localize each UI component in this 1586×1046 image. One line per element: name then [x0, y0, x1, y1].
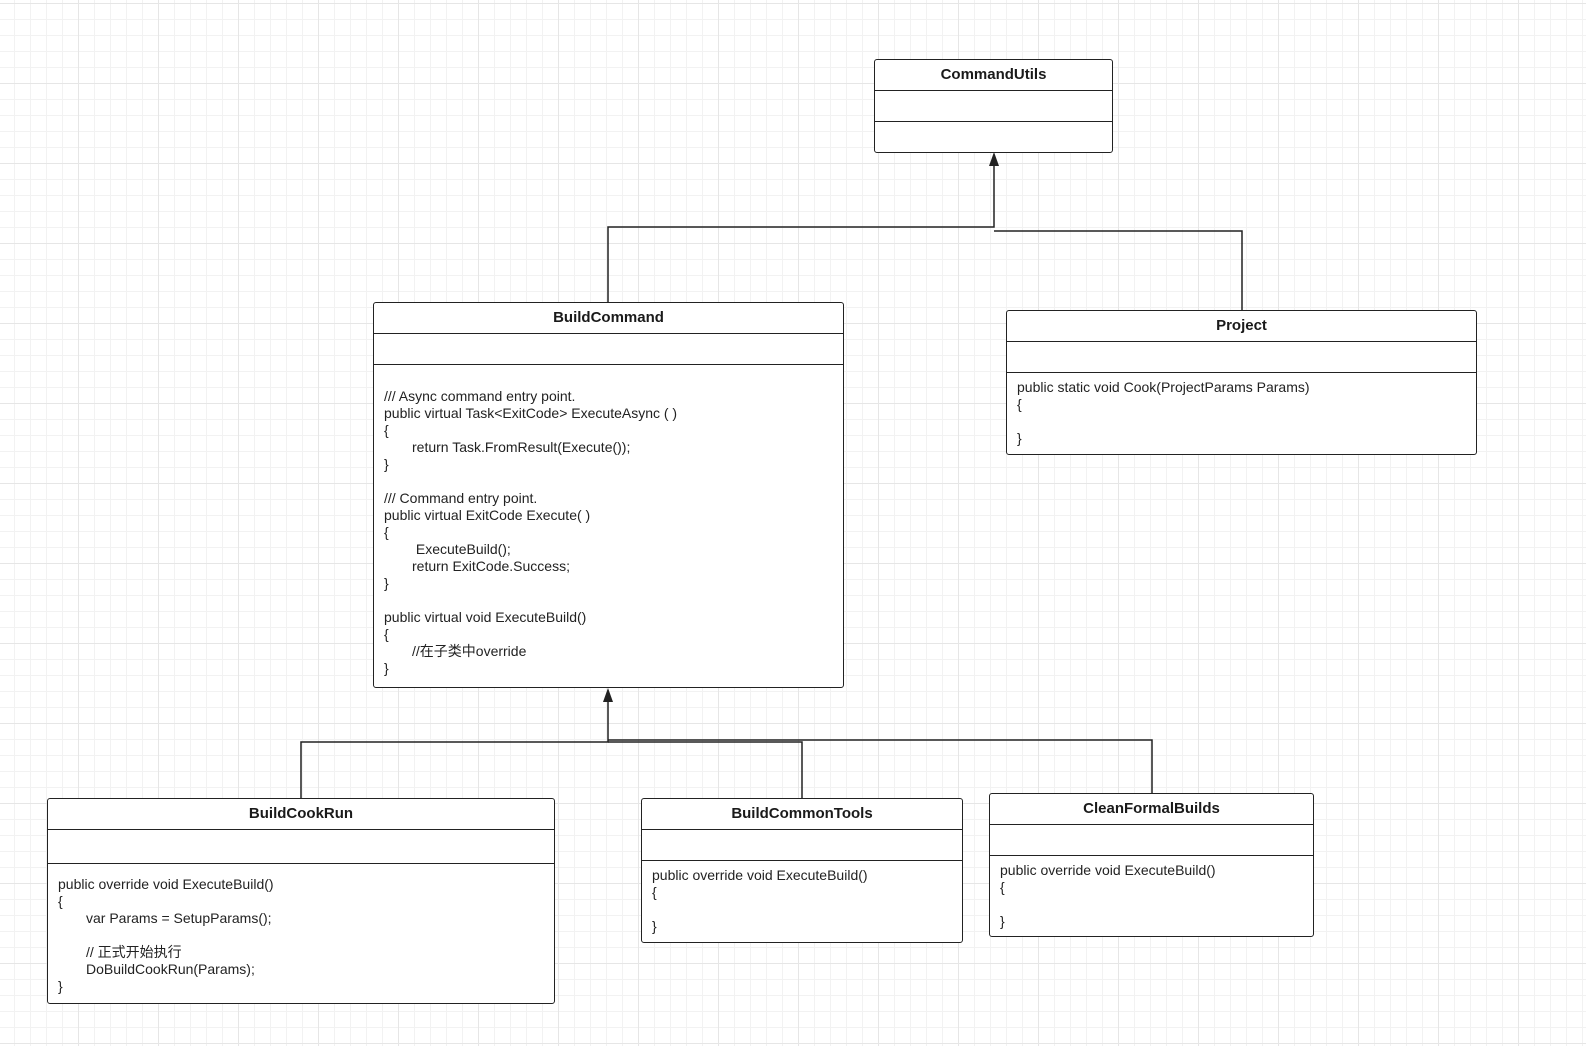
operation-line: public override void ExecuteBuild()	[58, 876, 274, 892]
operation-line	[384, 371, 833, 388]
operation-line: }	[652, 918, 657, 934]
operation-line: {	[384, 422, 389, 438]
operations-compartment	[875, 122, 1112, 152]
operation-line	[1000, 896, 1303, 913]
edge-cleanformalbuilds-to-buildcommand[interactable]	[608, 739, 1153, 793]
operation-line: }	[384, 660, 389, 676]
class-name: CommandUtils	[875, 60, 1112, 91]
operation-line: DoBuildCookRun(Params);	[86, 961, 255, 977]
operation-line: public override void ExecuteBuild()	[1000, 862, 1216, 878]
operation-line: {	[384, 524, 389, 540]
operation-line: public override void ExecuteBuild()	[652, 867, 868, 883]
class-buildcommontools[interactable]: BuildCommonTools public override void Ex…	[641, 798, 963, 943]
attributes-compartment	[990, 825, 1313, 856]
operation-line: }	[58, 978, 63, 994]
class-name: BuildCommand	[374, 303, 843, 334]
edge-project-to-commandutils[interactable]	[994, 230, 1243, 310]
edge-buildcookrun-to-buildcommand[interactable]	[300, 700, 609, 798]
arrowhead-buildcommand	[603, 688, 613, 702]
operation-line: /// Command entry point.	[384, 490, 538, 506]
operation-line: return ExitCode.Success;	[412, 558, 570, 574]
operation-line: public virtual Task<ExitCode> ExecuteAsy…	[384, 405, 678, 421]
operation-line: }	[1000, 913, 1005, 929]
operation-line: {	[652, 884, 657, 900]
operation-line: {	[58, 893, 63, 909]
operation-line	[1017, 413, 1466, 430]
class-name: Project	[1007, 311, 1476, 342]
operation-line: {	[384, 626, 389, 642]
class-name: BuildCommonTools	[642, 799, 962, 830]
class-project[interactable]: Project public static void Cook(ProjectP…	[1006, 310, 1477, 455]
operation-line	[384, 473, 833, 490]
operation-line	[384, 592, 833, 609]
operation-line: /// Async command entry point.	[384, 388, 576, 404]
operations-compartment: /// Async command entry point.public vir…	[374, 365, 843, 687]
operation-line: {	[1017, 396, 1022, 412]
operation-line: var Params = SetupParams();	[86, 910, 272, 926]
operation-line: }	[384, 456, 389, 472]
class-buildcommand[interactable]: BuildCommand /// Async command entry poi…	[373, 302, 844, 688]
operation-line: }	[384, 575, 389, 591]
operations-compartment: public override void ExecuteBuild(){}	[990, 856, 1313, 936]
operation-line: public virtual void ExecuteBuild()	[384, 609, 587, 625]
operation-line: {	[1000, 879, 1005, 895]
operation-line: //在子类中override	[412, 643, 527, 659]
class-name: CleanFormalBuilds	[990, 794, 1313, 825]
class-cleanformalbuilds[interactable]: CleanFormalBuilds public override void E…	[989, 793, 1314, 937]
operation-line: // 正式开始执行	[86, 944, 182, 960]
operation-line: public virtual ExitCode Execute( )	[384, 507, 591, 523]
attributes-compartment	[1007, 342, 1476, 373]
class-buildcookrun[interactable]: BuildCookRun public override void Execut…	[47, 798, 555, 1004]
class-commandutils[interactable]: CommandUtils	[874, 59, 1113, 153]
attributes-compartment	[374, 334, 843, 365]
operation-line: }	[1017, 430, 1022, 446]
arrowhead-commandutils	[989, 152, 999, 166]
operation-line	[58, 927, 544, 944]
operations-compartment: public override void ExecuteBuild(){}	[642, 861, 962, 942]
operation-line: public static void Cook(ProjectParams Pa…	[1017, 379, 1310, 395]
operations-compartment: public override void ExecuteBuild(){ var …	[48, 864, 554, 1003]
operation-line: return Task.FromResult(Execute());	[412, 439, 631, 455]
attributes-compartment	[642, 830, 962, 861]
attributes-compartment	[48, 830, 554, 864]
operation-line	[652, 901, 952, 918]
operations-compartment: public static void Cook(ProjectParams Pa…	[1007, 373, 1476, 454]
operation-line: ExecuteBuild();	[412, 541, 511, 557]
class-name: BuildCookRun	[48, 799, 554, 830]
edge-buildcommontools-to-buildcommand[interactable]	[608, 741, 803, 798]
attributes-compartment	[875, 91, 1112, 122]
edge-buildcommand-to-commandutils[interactable]	[607, 166, 995, 302]
